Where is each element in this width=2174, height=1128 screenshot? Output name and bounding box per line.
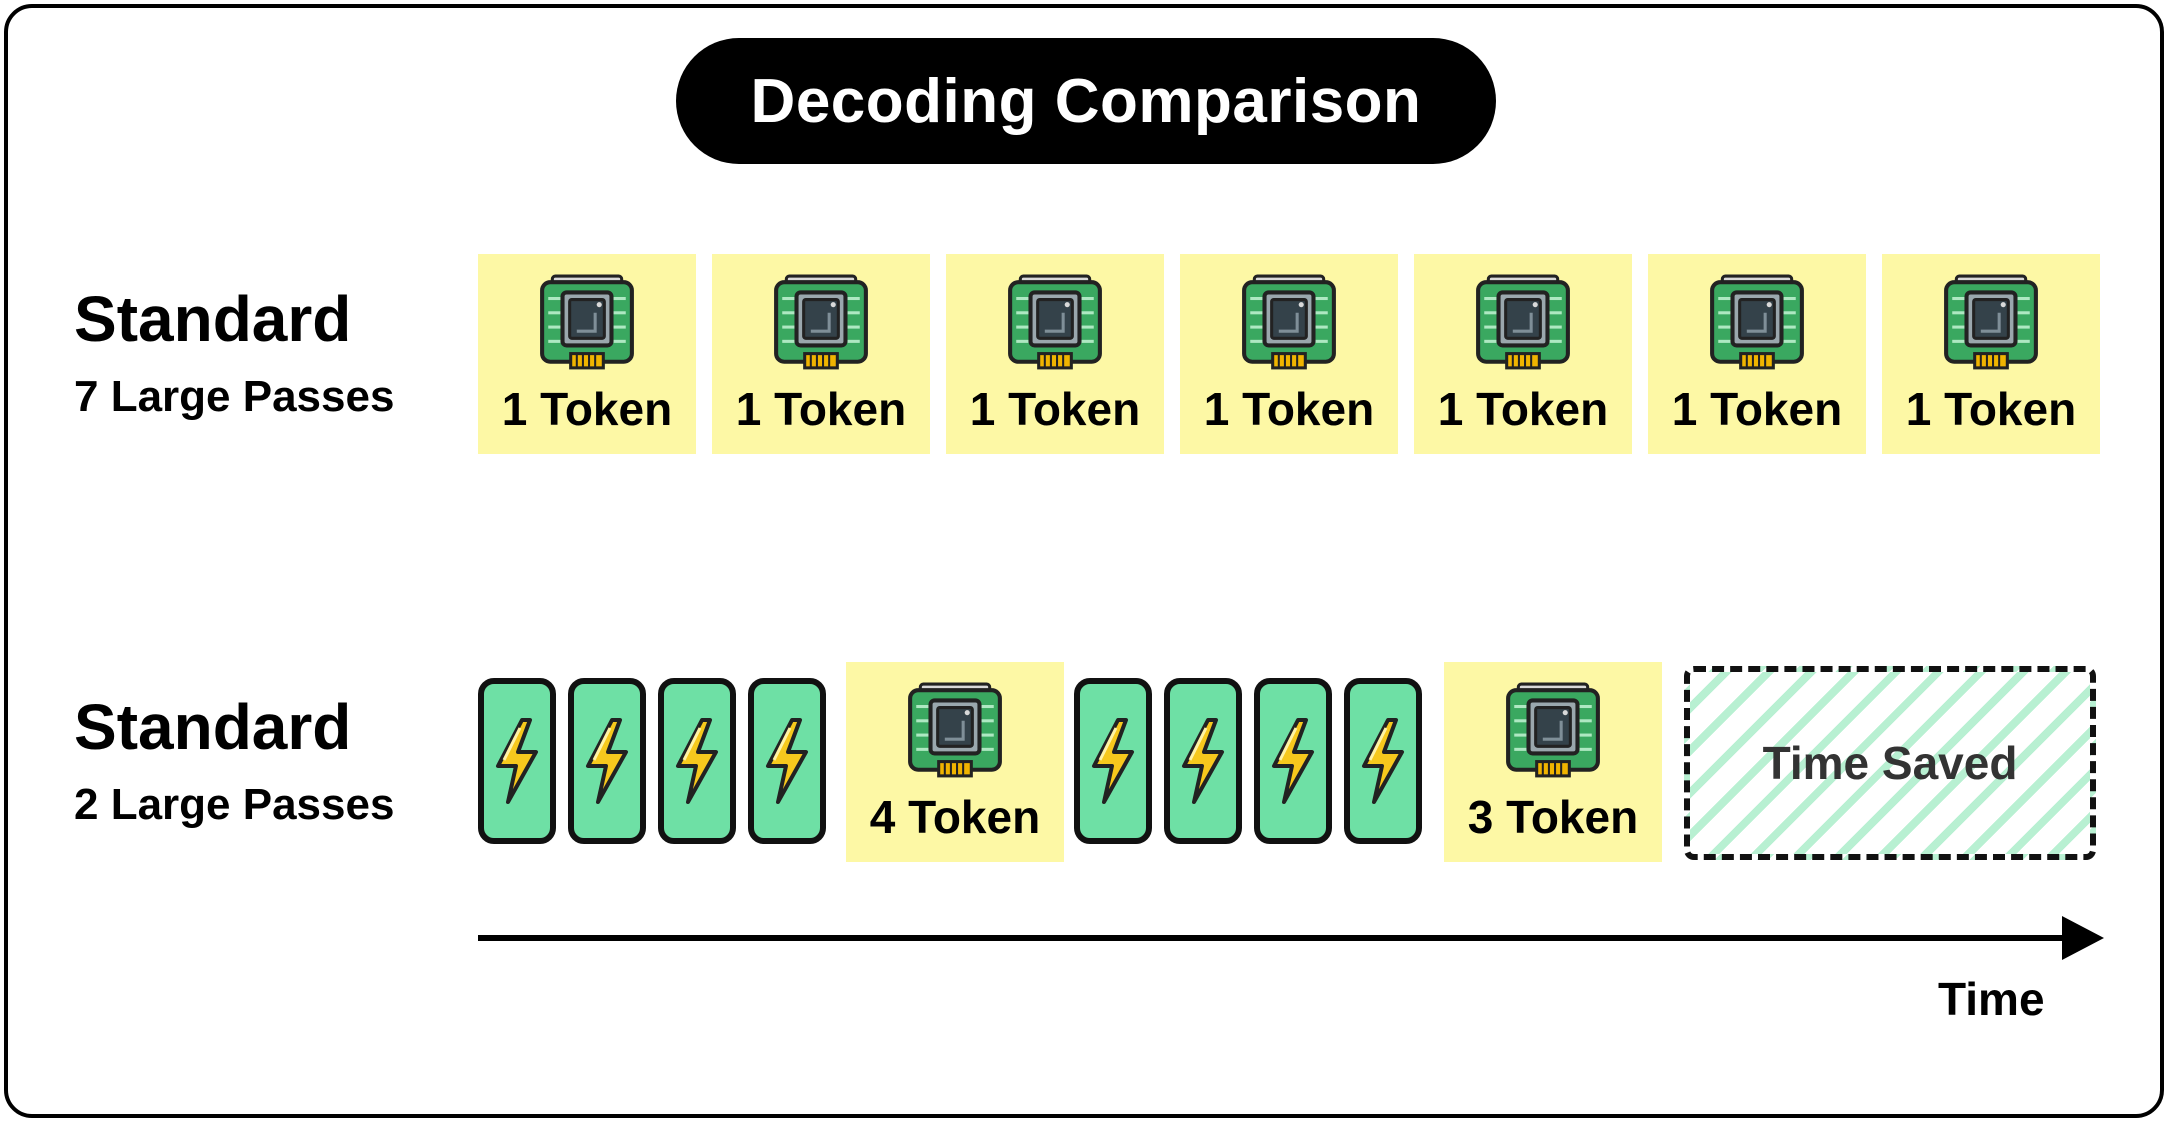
- draft-pass-block: [1344, 678, 1422, 844]
- row-1-title: Standard: [74, 283, 352, 355]
- token-count-label: 1 Token: [1671, 383, 1843, 435]
- draft-pass-block: [568, 678, 646, 844]
- circuit-chip-icon: [1940, 272, 2042, 374]
- row-2-title: Standard: [74, 691, 352, 763]
- time-saved-label: Time Saved: [1762, 737, 2018, 789]
- large-pass-block: 1 Token: [946, 254, 1164, 454]
- large-pass-block: 3 Token: [1444, 662, 1662, 862]
- draft-pass-block: [1254, 678, 1332, 844]
- circuit-chip-icon: [1502, 680, 1604, 782]
- draft-pass-block: [748, 678, 826, 844]
- token-count-label: 3 Token: [1467, 791, 1639, 843]
- circuit-chip-icon: [1238, 272, 1340, 374]
- large-pass-block: 1 Token: [1648, 254, 1866, 454]
- large-pass-block: 1 Token: [1414, 254, 1632, 454]
- large-pass-block: 4 Token: [846, 662, 1064, 862]
- lightning-bolt-icon: [490, 716, 544, 806]
- time-axis-arrow: [478, 916, 2104, 960]
- lightning-bolt-icon: [670, 716, 724, 806]
- large-pass-block: 1 Token: [1882, 254, 2100, 454]
- large-pass-block: 1 Token: [478, 254, 696, 454]
- token-count-label: 1 Token: [969, 383, 1141, 435]
- lightning-bolt-icon: [1266, 716, 1320, 806]
- circuit-chip-icon: [1472, 272, 1574, 374]
- token-count-label: 1 Token: [1905, 383, 2077, 435]
- row-1-subtitle: 7 Large Passes: [74, 372, 395, 421]
- lightning-bolt-icon: [1176, 716, 1230, 806]
- time-saved-region: Time Saved: [1684, 666, 2096, 860]
- row-2-subtitle: 2 Large Passes: [74, 780, 395, 829]
- token-count-label: 1 Token: [1437, 383, 1609, 435]
- lightning-bolt-icon: [1086, 716, 1140, 806]
- draft-pass-block: [1164, 678, 1242, 844]
- circuit-chip-icon: [770, 272, 872, 374]
- lightning-bolt-icon: [580, 716, 634, 806]
- draft-pass-block: [1074, 678, 1152, 844]
- large-pass-block: 1 Token: [712, 254, 930, 454]
- lightning-bolt-icon: [760, 716, 814, 806]
- diagram-frame: [4, 4, 2164, 1118]
- token-count-label: 1 Token: [735, 383, 907, 435]
- token-count-label: 1 Token: [501, 383, 673, 435]
- time-axis-label: Time: [1938, 973, 2045, 1025]
- large-pass-block: 1 Token: [1180, 254, 1398, 454]
- draft-pass-block: [478, 678, 556, 844]
- token-count-label: 4 Token: [869, 791, 1041, 843]
- token-count-label: 1 Token: [1203, 383, 1375, 435]
- circuit-chip-icon: [1004, 272, 1106, 374]
- circuit-chip-icon: [536, 272, 638, 374]
- draft-pass-block: [658, 678, 736, 844]
- lightning-bolt-icon: [1356, 716, 1410, 806]
- diagram-title: Decoding Comparison: [676, 38, 1496, 164]
- circuit-chip-icon: [904, 680, 1006, 782]
- circuit-chip-icon: [1706, 272, 1808, 374]
